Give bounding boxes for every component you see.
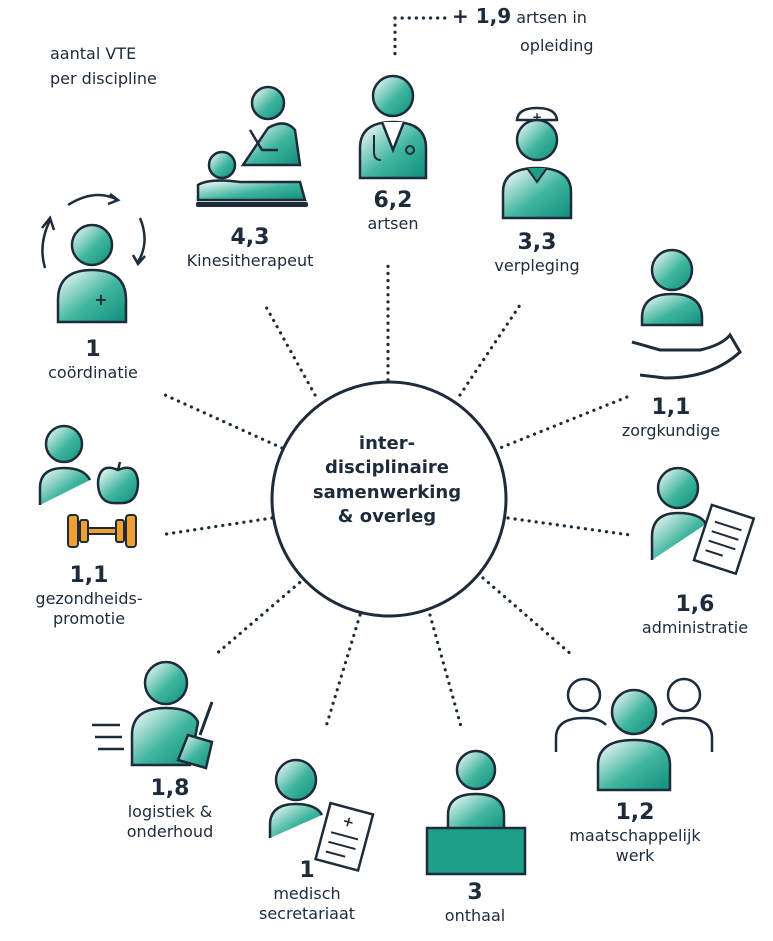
discipline-value: 1,1 xyxy=(651,395,691,420)
discipline-label: artsen xyxy=(367,214,419,234)
discipline-value: 1,1 xyxy=(69,563,109,588)
caregiver-hand-icon xyxy=(631,248,742,380)
discipline-value: 6,2 xyxy=(373,188,413,213)
discipline-label: onthaal xyxy=(444,906,506,926)
discipline-value: 1,6 xyxy=(675,592,715,617)
discipline-label: gezondheids- xyxy=(35,589,143,609)
coordination-cycle-icon: + xyxy=(41,193,146,324)
discipline-label: administratie xyxy=(641,618,749,638)
group-icon xyxy=(554,677,714,792)
center-circle xyxy=(270,380,508,618)
reception-desk-icon xyxy=(425,749,527,876)
discipline-logistiek-onderhoud: 1,8 logistiek & onderhoud xyxy=(100,776,240,841)
center-line-4: & overleg xyxy=(337,505,437,527)
discipline-label: medisch xyxy=(273,884,341,904)
doctor-icon xyxy=(358,74,428,180)
discipline-gezondheidspromotie: 1,1 gezondheids- promotie xyxy=(14,563,164,628)
documents-icon xyxy=(650,466,756,576)
nurse-icon: + xyxy=(501,106,573,220)
center-line-1: inter- xyxy=(358,433,416,454)
intro-text: aantal VTE per discipline xyxy=(50,42,157,92)
discipline-value: 1 xyxy=(85,337,101,362)
discipline-label: Kinesitherapeut xyxy=(186,251,314,271)
discipline-value: 4,3 xyxy=(230,225,270,250)
discipline-artsen: 6,2 artsen xyxy=(333,188,453,234)
discipline-label: zorgkundige xyxy=(621,421,721,441)
cleaning-broom-icon xyxy=(92,660,214,770)
connector-lines xyxy=(158,16,634,732)
apple-dumbbell-icon xyxy=(38,424,140,548)
discipline-label: coördinatie xyxy=(48,363,138,383)
extra-note-value: + 1,9 xyxy=(452,4,512,28)
discipline-label-2: werk xyxy=(615,845,655,865)
discipline-value: 3 xyxy=(467,880,483,905)
discipline-label: maatschappelijk xyxy=(569,826,701,846)
extra-note-line-2: opleiding xyxy=(520,36,594,55)
discipline-label-2: onderhoud xyxy=(126,821,214,841)
discipline-medisch-secretariaat: 1 medisch secretariaat xyxy=(242,858,372,923)
discipline-value: 1,2 xyxy=(615,800,655,825)
discipline-zorgkundige: 1,1 zorgkundige xyxy=(606,395,736,441)
discipline-onthaal: 3 onthaal xyxy=(420,880,530,926)
discipline-value: 3,3 xyxy=(517,230,557,255)
center-label: inter- disciplinaire samenwerking & over… xyxy=(287,432,487,529)
discipline-coordinatie: 1 coördinatie xyxy=(28,337,158,383)
discipline-label: logistiek & xyxy=(127,802,213,822)
discipline-label-2: secretariaat xyxy=(258,903,356,923)
discipline-label: verpleging xyxy=(494,256,580,276)
discipline-value: 1,8 xyxy=(150,776,190,801)
svg-text:+: + xyxy=(94,290,107,309)
discipline-value: 1 xyxy=(299,858,315,883)
svg-text:+: + xyxy=(532,110,542,124)
intro-line-2: per discipline xyxy=(50,68,157,88)
discipline-verpleging: 3,3 verpleging xyxy=(477,230,597,276)
massage-icon xyxy=(196,85,308,207)
medical-document-icon: + xyxy=(268,758,375,873)
center-line-3: samenwerking xyxy=(312,481,462,503)
svg-text:+: + xyxy=(340,813,355,831)
discipline-maatschappelijk-werk: 1,2 maatschappelijk werk xyxy=(560,800,710,865)
discipline-label-2: promotie xyxy=(52,608,126,628)
center-line-2: disciplinaire xyxy=(324,457,450,479)
extra-note-line-1: artsen in xyxy=(516,8,587,27)
discipline-kinesitherapeut: 4,3 Kinesitherapeut xyxy=(160,225,340,271)
extra-note: + 1,9 artsen in xyxy=(452,4,587,28)
intro-line-1: aantal VTE xyxy=(50,44,137,63)
discipline-administratie: 1,6 administratie xyxy=(625,592,765,638)
